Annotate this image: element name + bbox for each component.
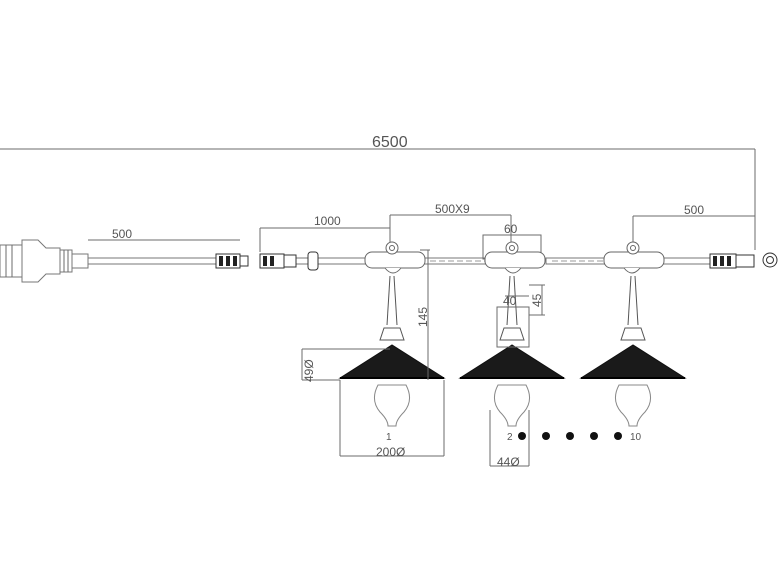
- repeat-spacing-dimension: 500X9: [389, 202, 512, 248]
- total-length-dimension: 6500: [0, 134, 756, 250]
- lamp-1-label: 1: [386, 432, 392, 443]
- lamp-1-dimensions: 49Ø 145 200Ø 1: [301, 249, 445, 459]
- first-spacing-label: 1000: [314, 214, 341, 228]
- drop-height-label: 145: [416, 307, 430, 327]
- power-plug: [0, 239, 89, 283]
- shade-diameter-label: 200Ø: [376, 445, 405, 459]
- lamp-2-label: 2: [507, 432, 513, 443]
- socket-width-label: 40: [503, 294, 517, 308]
- end-spacing-dimension: 500: [632, 203, 755, 248]
- first-spacing-dimension: 1000: [259, 214, 391, 252]
- socket-height-label: 45: [530, 293, 544, 307]
- plug-lead-dimension: 500: [88, 227, 240, 241]
- plug-lead-label: 500: [112, 227, 132, 241]
- shade-height-label: 49Ø: [302, 359, 316, 382]
- tee-width-label: 60: [504, 222, 518, 236]
- repeat-spacing-label: 500X9: [435, 202, 470, 216]
- end-spacing-label: 500: [684, 203, 704, 217]
- continuation-dots: 10: [518, 432, 642, 443]
- lamp-10-label: 10: [630, 432, 642, 443]
- lamp-1: [338, 241, 446, 427]
- lamp-2: [458, 241, 566, 427]
- total-length-label: 6500: [372, 134, 408, 151]
- lamp-2-dimensions: 40 45 44Ø 2: [489, 284, 545, 469]
- cable-connector: [215, 251, 319, 271]
- bulb-diameter-label: 44Ø: [497, 455, 520, 469]
- lamp-10: [579, 241, 687, 427]
- end-connector: [709, 252, 778, 269]
